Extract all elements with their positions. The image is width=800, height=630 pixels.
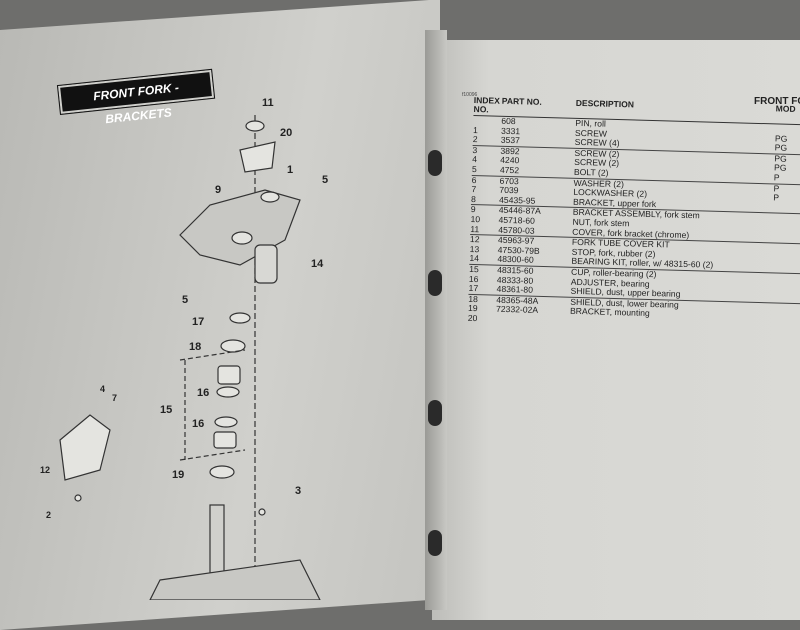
exploded-parts-diagram: [59, 115, 321, 600]
fork-stop: [254, 244, 278, 284]
callout-label: 15: [160, 404, 173, 416]
callout-label: 2: [46, 510, 52, 520]
cell-model: [773, 203, 800, 214]
cell-index: 17: [468, 283, 479, 294]
cell-part: 72332-02A: [495, 303, 539, 316]
mounting-bracket: [239, 141, 276, 173]
header-part: PART NO.: [501, 95, 542, 107]
cell-model: [770, 313, 800, 324]
cell-model: P: [773, 172, 780, 183]
callout-label: 5: [182, 294, 189, 306]
cell-model: [770, 292, 800, 303]
binder-hole: [428, 530, 442, 556]
cell-index: 2: [472, 134, 478, 145]
callout-label: 19: [172, 469, 185, 481]
right-page: [432, 40, 800, 620]
cell-index: 20: [467, 312, 478, 324]
callout-label: 18: [189, 341, 202, 353]
callout-label: 12: [40, 465, 51, 475]
lower-bracket: [149, 559, 321, 600]
callout-label: 7: [112, 393, 118, 403]
cell-model: [771, 263, 800, 274]
upper-fork-bracket: [179, 189, 301, 266]
callout-label: 17: [192, 316, 205, 328]
callout-label: 5: [322, 174, 329, 186]
callout-label: 16: [192, 418, 205, 430]
callout-label: 14: [311, 258, 324, 270]
callout-label: 20: [280, 127, 293, 139]
callout-label: 11: [262, 97, 274, 109]
binder-hole: [428, 400, 442, 426]
binder-hole: [428, 270, 442, 296]
fork-tube-cover: [59, 414, 111, 481]
callout-label: 1: [287, 164, 294, 176]
callout-label: 4: [100, 384, 106, 394]
callout-label: 16: [197, 387, 210, 399]
cell-model: [772, 233, 800, 244]
page-title: FRONT FOR: [754, 96, 800, 107]
cover-part: [245, 120, 265, 132]
callout-label: 9: [215, 184, 222, 196]
cell-index: 5: [471, 163, 477, 175]
figure-ref-code: f10096: [462, 92, 478, 98]
binder-hole: [428, 150, 442, 176]
header-index: INDEX NO.: [473, 95, 501, 115]
callout-label: 3: [295, 485, 302, 497]
header-model: MOD: [775, 103, 796, 114]
